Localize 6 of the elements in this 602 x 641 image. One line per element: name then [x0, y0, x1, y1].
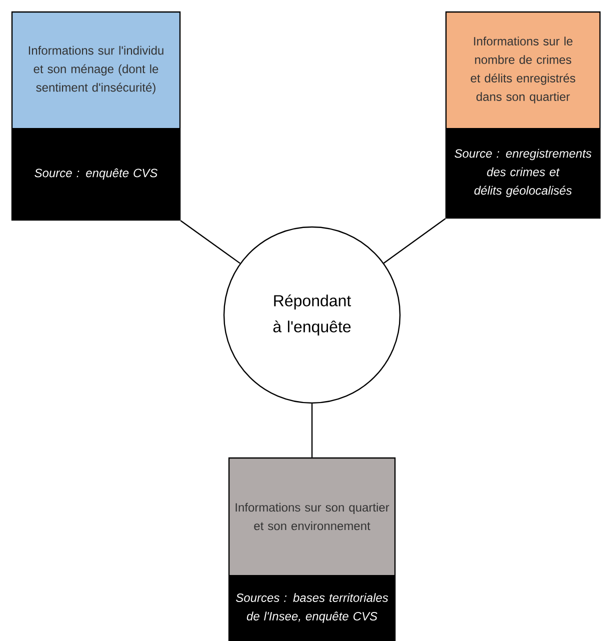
info-box: Informations sur le nombre de crimes et délits enregistrés dans son quartier Source : enregistrements des crimes et délits géolocalisés — [445, 11, 601, 219]
info-box: Informations sur l'individu et son ménage (dont le sentiment d'insécurité) Source : enquête CVS — [11, 11, 181, 221]
connector-line — [180, 220, 240, 264]
connector-line — [383, 218, 446, 264]
info-box: Informations sur son quartier et son environnement Sources : bases territoriales de l'Insee, enquête CVS — [228, 457, 396, 641]
connector-line — [311, 404, 313, 458]
